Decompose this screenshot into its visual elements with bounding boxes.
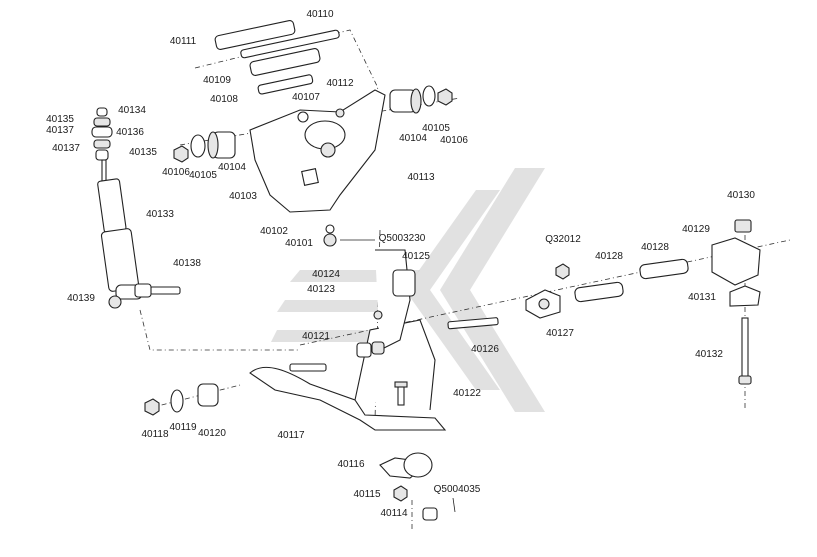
- upper-shaft-assembly: [214, 20, 340, 95]
- upper-bushings: [173, 85, 453, 163]
- callout-40133: 40133: [146, 209, 174, 220]
- callout-40112: 40112: [326, 78, 354, 89]
- callout-40114: 40114: [380, 508, 408, 519]
- part-callouts: 40110 40111 40109 40108 40112 40107 40134 40135…: [46, 9, 755, 519]
- studs-and-bolts: [356, 342, 408, 406]
- watermark-logo: [271, 168, 545, 412]
- callout-40135a: 40135: [46, 114, 74, 125]
- callout-40136: 40136: [116, 127, 144, 138]
- callout-40124: 40124: [312, 269, 340, 280]
- callout-Q5003230: Q5003230: [379, 233, 426, 244]
- callout-40101: 40101: [285, 238, 313, 249]
- callout-40121: 40121: [302, 331, 330, 342]
- callout-40108: 40108: [210, 94, 238, 105]
- callout-40115: 40115: [353, 489, 381, 500]
- lower-ball-joint: [379, 452, 456, 521]
- lower-bushings: [144, 383, 219, 416]
- callout-40109: 40109: [203, 75, 231, 86]
- callout-40135b: 40135: [129, 147, 157, 158]
- callout-40118: 40118: [141, 429, 169, 440]
- callout-40119: 40119: [169, 422, 197, 433]
- callout-40107: 40107: [292, 92, 320, 103]
- shock-absorber-assembly: [91, 107, 181, 309]
- callout-40105b: 40105: [422, 123, 450, 134]
- torsion-bar-assembly: [525, 219, 761, 385]
- upper-control-arm: [249, 89, 386, 247]
- callout-40128a: 40128: [641, 242, 669, 253]
- callout-40102: 40102: [260, 226, 288, 237]
- callout-40106a: 40106: [162, 167, 190, 178]
- callout-40103: 40103: [229, 191, 257, 202]
- callout-40104a: 40104: [218, 162, 246, 173]
- callout-40137b: 40137: [52, 143, 80, 154]
- callout-40122: 40122: [453, 388, 481, 399]
- callout-40131: 40131: [688, 292, 716, 303]
- callout-40116: 40116: [337, 459, 365, 470]
- callout-40126: 40126: [471, 344, 499, 355]
- callout-40120: 40120: [198, 428, 226, 439]
- callout-40128b: 40128: [595, 251, 623, 262]
- callout-40138: 40138: [173, 258, 201, 269]
- callout-40123: 40123: [307, 284, 335, 295]
- callout-40104b: 40104: [399, 133, 427, 144]
- callout-40106b: 40106: [440, 135, 468, 146]
- callout-40139: 40139: [67, 293, 95, 304]
- callout-40134: 40134: [118, 105, 146, 116]
- callout-40132: 40132: [695, 349, 723, 360]
- callout-Q5004035: Q5004035: [434, 484, 481, 495]
- callout-40105a: 40105: [189, 170, 217, 181]
- callout-40117: 40117: [277, 430, 305, 441]
- callout-40130: 40130: [727, 190, 755, 201]
- callout-40137a: 40137: [46, 125, 74, 136]
- callout-40127: 40127: [546, 328, 574, 339]
- callout-40111: 40111: [170, 36, 197, 47]
- callout-Q32012: Q32012: [545, 234, 581, 245]
- callout-40110: 40110: [306, 9, 334, 20]
- callout-40125: 40125: [402, 251, 430, 262]
- callout-40129: 40129: [682, 224, 710, 235]
- callout-40113: 40113: [407, 172, 435, 183]
- lower-control-arm: [249, 249, 499, 431]
